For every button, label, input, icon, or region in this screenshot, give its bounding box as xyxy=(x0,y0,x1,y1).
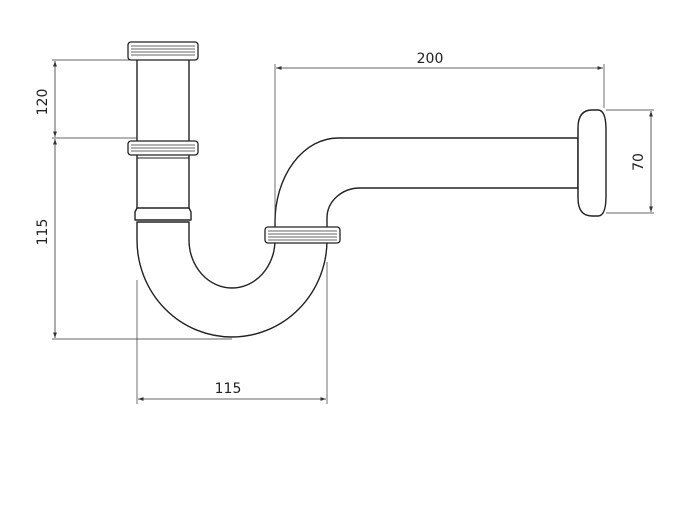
dimension-labels: 200 115 120 115 70 xyxy=(35,51,647,397)
outlet-nut xyxy=(264,226,341,244)
dimension-lines xyxy=(53,60,653,401)
outlet-arm xyxy=(274,137,579,229)
top-nut xyxy=(127,41,199,61)
dim-top-width: 200 xyxy=(417,51,444,67)
dim-bottom-width: 115 xyxy=(215,381,242,397)
dim-upper-height: 120 xyxy=(35,89,51,116)
u-bend-pipe xyxy=(136,221,328,338)
dim-lower-height: 115 xyxy=(35,219,51,246)
wall-flange xyxy=(577,109,607,217)
dim-flange-height: 70 xyxy=(631,153,647,171)
middle-nut xyxy=(127,140,199,156)
extension-lines xyxy=(52,59,654,404)
inlet-tube xyxy=(134,57,192,221)
